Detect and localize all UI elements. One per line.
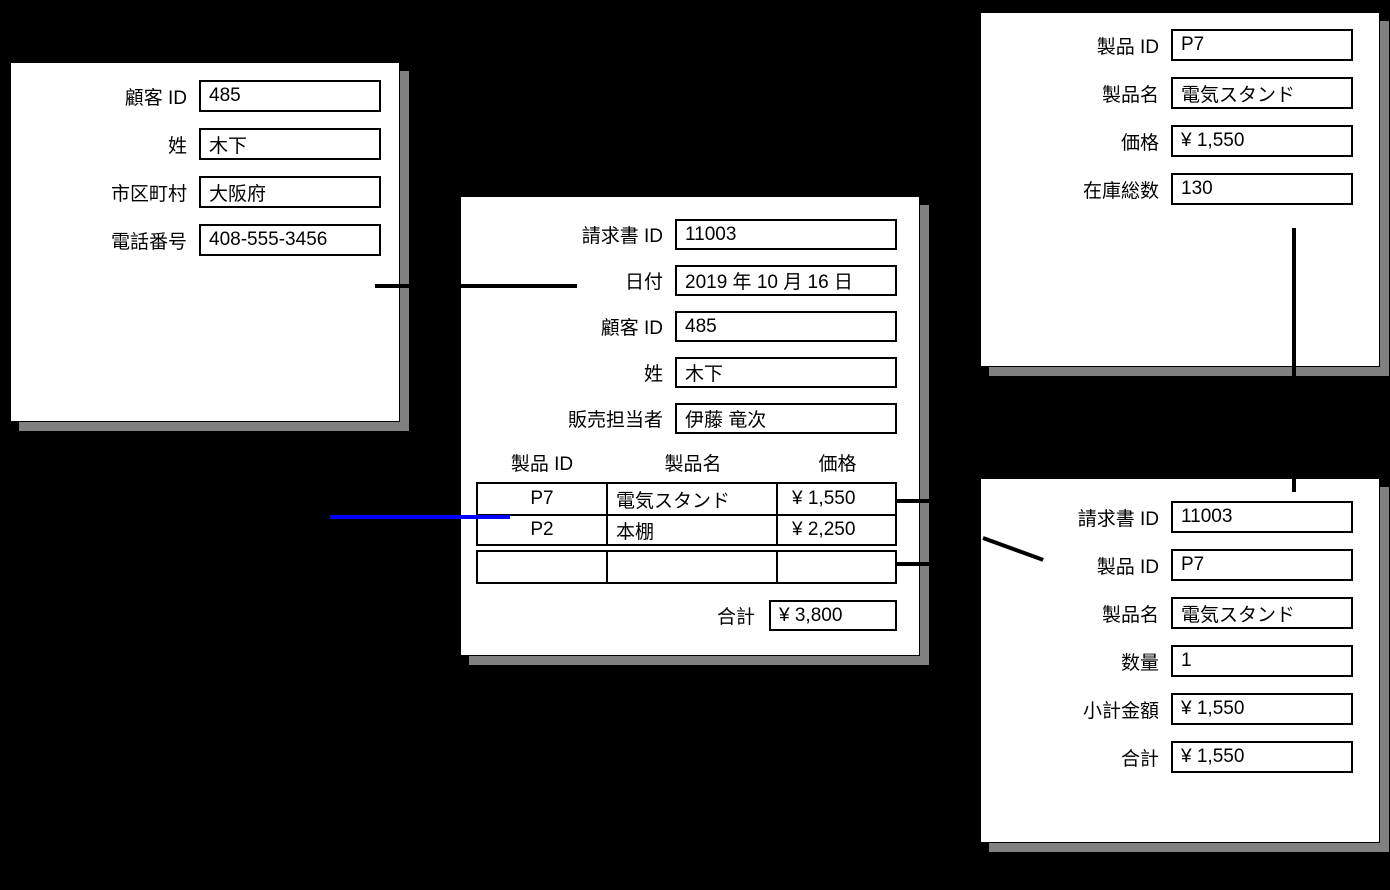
quantity-field[interactable]: 1 xyxy=(1171,645,1353,677)
product-id-cell[interactable]: P7 xyxy=(478,484,608,514)
price-cell[interactable]: ¥ 2,250 xyxy=(792,519,856,540)
table-row xyxy=(478,552,895,582)
connector-highlight-blue xyxy=(330,515,510,519)
field-row: 数量 1 xyxy=(981,645,1353,677)
lineitem-invoice-id-field[interactable]: 11003 xyxy=(1171,501,1353,533)
field-row: 請求書 ID 11003 xyxy=(461,219,897,250)
field-row: 在庫総数 130 xyxy=(981,173,1353,205)
lineitem-total-field[interactable]: ¥ 1,550 xyxy=(1171,741,1353,773)
product-name-cell[interactable]: 本棚 xyxy=(608,516,778,544)
product-id-field[interactable]: P7 xyxy=(1171,29,1353,61)
invoice-total-row: 合計 ¥ 3,800 xyxy=(461,600,897,631)
product-id-cell[interactable] xyxy=(478,552,608,582)
field-row: 合計 ¥ 1,550 xyxy=(981,741,1353,773)
connector-invoice-row1-right xyxy=(897,499,933,503)
field-row: 製品名 電気スタンド xyxy=(981,77,1353,109)
invoice-total-label: 合計 xyxy=(716,607,755,628)
product-id-column-header: 製品 ID xyxy=(510,454,574,475)
field-row: 電話番号 408-555-3456 xyxy=(11,224,381,256)
field-row: 販売担当者 伊藤 竜次 xyxy=(461,403,897,434)
field-row: 顧客 ID 485 xyxy=(11,80,381,112)
subtotal-field[interactable]: ¥ 1,550 xyxy=(1171,693,1353,725)
price-cell[interactable] xyxy=(778,552,895,582)
price-cell[interactable]: ¥ 1,550 xyxy=(792,488,856,509)
phone-field[interactable]: 408-555-3456 xyxy=(199,224,381,256)
last-name-field[interactable]: 木下 xyxy=(199,128,381,160)
product-id-label: 製品 ID xyxy=(1096,36,1159,58)
product-name-cell[interactable]: 電気スタンド xyxy=(608,484,778,514)
line-items-table: P7 電気スタンド ¥ 1,550 P2 本棚 ¥ 2,250 xyxy=(476,482,897,546)
invoice-last-name-field[interactable]: 木下 xyxy=(675,357,897,388)
sales-rep-field[interactable]: 伊藤 竜次 xyxy=(675,403,897,434)
stock-total-field[interactable]: 130 xyxy=(1171,173,1353,205)
product-name-cell[interactable] xyxy=(608,552,778,582)
field-row: 製品 ID P7 xyxy=(981,29,1353,61)
date-field[interactable]: 2019 年 10 月 16 日 xyxy=(675,265,897,296)
date-label: 日付 xyxy=(624,272,663,293)
price-column-header: 価格 xyxy=(818,454,857,475)
connector-product-to-line-item-vertical xyxy=(1292,228,1296,492)
invoice-form-panel: 請求書 ID 11003 日付 2019 年 10 月 16 日 顧客 ID 4… xyxy=(460,196,920,656)
lineitem-total-label: 合計 xyxy=(1120,748,1159,770)
line-items-empty-row xyxy=(476,550,897,584)
last-name-label: 姓 xyxy=(167,135,187,157)
product-name-column-header: 製品名 xyxy=(664,454,722,475)
field-row: 価格 ¥ 1,550 xyxy=(981,125,1353,157)
subtotal-label: 小計金額 xyxy=(1082,700,1159,722)
city-label: 市区町村 xyxy=(110,183,187,205)
customer-form-panel: 顧客 ID 485 姓 木下 市区町村 大阪府 電話番号 408-555-345… xyxy=(10,62,400,422)
field-row: 小計金額 ¥ 1,550 xyxy=(981,693,1353,725)
invoice-line-item-form-panel: 請求書 ID 11003 製品 ID P7 製品名 電気スタンド 数量 1 小計… xyxy=(980,478,1380,843)
field-row: 製品名 電気スタンド xyxy=(981,597,1353,629)
invoice-customer-id-field[interactable]: 485 xyxy=(675,311,897,342)
connector-invoice-row3-right xyxy=(897,562,933,566)
invoice-id-label: 請求書 ID xyxy=(581,226,663,247)
price-field[interactable]: ¥ 1,550 xyxy=(1171,125,1353,157)
table-row: P2 本棚 ¥ 2,250 xyxy=(478,514,895,544)
product-form-panel: 製品 ID P7 製品名 電気スタンド 価格 ¥ 1,550 在庫総数 130 xyxy=(980,12,1380,367)
customer-id-label: 顧客 ID xyxy=(124,87,187,109)
field-row: 請求書 ID 11003 xyxy=(981,501,1353,533)
field-row: 日付 2019 年 10 月 16 日 xyxy=(461,265,897,296)
sales-rep-label: 販売担当者 xyxy=(567,410,663,431)
lineitem-product-id-field[interactable]: P7 xyxy=(1171,549,1353,581)
price-label: 価格 xyxy=(1120,132,1159,154)
quantity-label: 数量 xyxy=(1120,652,1159,674)
product-id-cell[interactable]: P2 xyxy=(478,516,608,544)
stock-total-label: 在庫総数 xyxy=(1082,180,1159,202)
product-name-field[interactable]: 電気スタンド xyxy=(1171,77,1353,109)
line-items-header-row: 製品 ID 製品名 価格 xyxy=(476,449,897,476)
invoice-id-field[interactable]: 11003 xyxy=(675,219,897,250)
lineitem-product-id-label: 製品 ID xyxy=(1096,556,1159,578)
field-row: 製品 ID P7 xyxy=(981,549,1353,581)
lineitem-product-name-label: 製品名 xyxy=(1101,604,1159,626)
field-row: 市区町村 大阪府 xyxy=(11,176,381,208)
lineitem-product-name-field[interactable]: 電気スタンド xyxy=(1171,597,1353,629)
field-row: 姓 木下 xyxy=(461,357,897,388)
field-row: 顧客 ID 485 xyxy=(461,311,897,342)
customer-id-field[interactable]: 485 xyxy=(199,80,381,112)
city-field[interactable]: 大阪府 xyxy=(199,176,381,208)
lineitem-invoice-id-label: 請求書 ID xyxy=(1077,508,1159,530)
invoice-total-field[interactable]: ¥ 3,800 xyxy=(769,600,897,631)
connector-customer-to-invoice xyxy=(375,284,577,288)
invoice-customer-id-label: 顧客 ID xyxy=(600,318,663,339)
phone-label: 電話番号 xyxy=(110,231,187,253)
product-name-label: 製品名 xyxy=(1101,84,1159,106)
table-row: P7 電気スタンド ¥ 1,550 xyxy=(478,484,895,514)
field-row: 姓 木下 xyxy=(11,128,381,160)
invoice-last-name-label: 姓 xyxy=(643,364,663,385)
